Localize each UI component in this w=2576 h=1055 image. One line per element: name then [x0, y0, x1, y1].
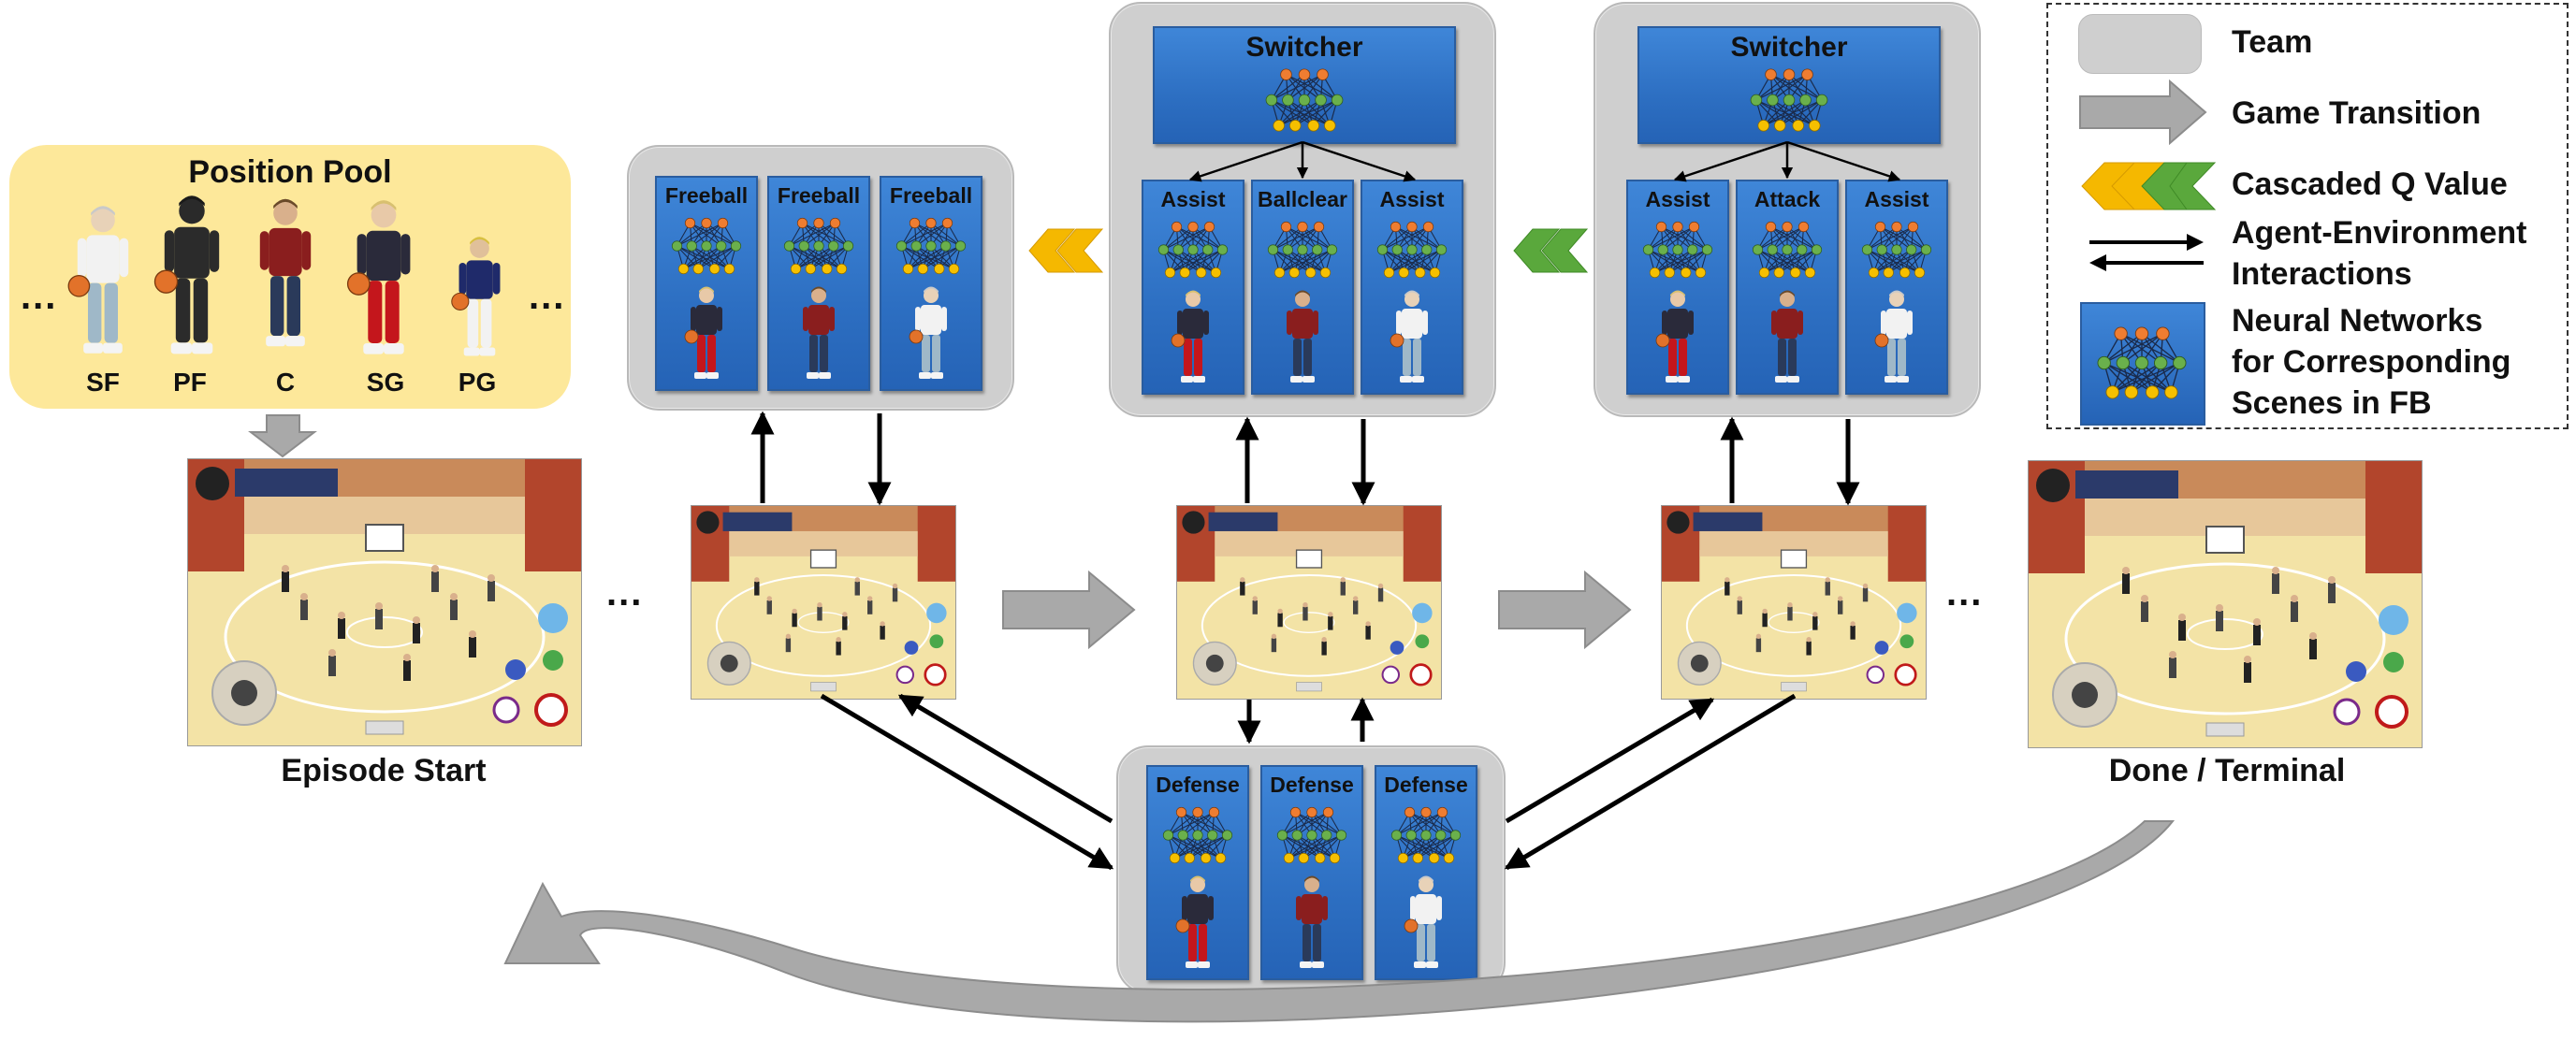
position-label-pf: PF [173, 368, 207, 397]
game-screenshot-terminal [2028, 460, 2423, 748]
neural-network-icon [1384, 802, 1468, 868]
card-assist-1: Assist [1142, 180, 1244, 395]
player-figure [1389, 288, 1435, 387]
game-transition-arrow-1 [1002, 570, 1136, 650]
card-title: Freeball [664, 183, 749, 208]
card-title: Freeball [777, 183, 861, 208]
neural-network-icon [664, 213, 749, 279]
legend-game-transition-arrow [2076, 79, 2207, 146]
legend-cascaded-q-label: Cascaded Q Value [2232, 166, 2508, 202]
game-screenshot-switcher-1 [1176, 505, 1442, 700]
card-attack: Attack [1736, 180, 1839, 395]
cascaded-q-chevrons-green [1513, 228, 1589, 273]
legend-team-swatch [2078, 14, 2202, 74]
legend-game-transition-label: Game Transition [2232, 95, 2481, 131]
game-transition-arrow-2 [1498, 570, 1632, 650]
legend-nn-label-1: Neural Networks [2232, 303, 2483, 339]
card-title: Assist [1645, 187, 1710, 211]
card-title: Assist [1864, 187, 1929, 211]
legend-nn-label-3: Scenes in FB [2232, 385, 2432, 421]
neural-network-icon [777, 213, 861, 279]
neural-network-icon [1151, 217, 1235, 282]
neural-network-icon [1742, 64, 1836, 137]
position-pool-title: Position Pool [188, 154, 392, 190]
position-label-sf: SF [86, 368, 120, 397]
card-title: Assist [1160, 187, 1226, 211]
legend-nn-label-2: for Corresponding [2232, 344, 2511, 380]
position-label-sg: SG [366, 368, 405, 397]
ellipsis-end: ... [1946, 572, 1984, 614]
game-screenshot-switcher-2 [1661, 505, 1927, 700]
position-pool: Position Pool ... ... SF PF C SG PG [9, 145, 571, 409]
card-defense-2: Defense [1260, 765, 1363, 980]
neural-network-icon [1258, 64, 1351, 137]
position-label-c: C [275, 368, 296, 397]
legend-neural-network-swatch [2080, 302, 2205, 426]
card-title: Defense [1156, 773, 1240, 797]
neural-network-icon [1855, 217, 1939, 282]
legend-interaction-arrows [2086, 229, 2207, 276]
card-defense-1: Defense [1146, 765, 1249, 980]
switcher-title-1: Switcher [1245, 32, 1363, 63]
card-assist-4: Assist [1845, 180, 1948, 395]
pool-down-arrow [248, 414, 317, 458]
legend-team-label: Team [2232, 24, 2313, 60]
switcher-network-2: Switcher [1637, 26, 1941, 144]
game-screenshot-episode-start [187, 458, 582, 746]
card-assist-2: Assist [1361, 180, 1463, 395]
card-freeball-3: Freeball [880, 176, 982, 391]
card-title: Assist [1379, 187, 1445, 211]
legend: Team Game Transition Cascaded Q Value Ag… [2046, 3, 2569, 429]
player-figure [1654, 288, 1701, 387]
player-figure [1279, 288, 1326, 387]
card-freeball-1: Freeball [655, 176, 758, 391]
card-title: Defense [1384, 773, 1468, 797]
neural-network-icon [1260, 217, 1345, 282]
card-title: Defense [1270, 773, 1354, 797]
card-title: Ballclear [1258, 187, 1347, 211]
card-title: Freeball [889, 183, 973, 208]
player-figure-sg [342, 196, 426, 362]
player-figure [1174, 874, 1221, 973]
legend-interactions-label-2: Interactions [2232, 256, 2412, 292]
episode-start-label: Episode Start [281, 753, 487, 788]
player-figure-pg [435, 234, 524, 362]
player-figure [1764, 288, 1811, 387]
neural-network-icon [1156, 802, 1240, 868]
legend-cascaded-q-icon [2076, 158, 2217, 214]
player-figure [795, 284, 842, 383]
player-figure-pf [150, 192, 234, 362]
neural-network-icon [1270, 802, 1354, 868]
neural-network-icon [1370, 217, 1454, 282]
neural-network-icon [1636, 217, 1720, 282]
player-figure [1288, 874, 1335, 973]
neural-network-icon [1745, 217, 1829, 282]
card-defense-3: Defense [1375, 765, 1477, 980]
player-figure [1170, 288, 1216, 387]
card-assist-3: Assist [1626, 180, 1729, 395]
player-figure-c [248, 187, 323, 362]
player-figure-sf [65, 201, 140, 362]
switcher-network-1: Switcher [1153, 26, 1456, 144]
neural-network-icon [889, 213, 973, 279]
card-freeball-2: Freeball [767, 176, 870, 391]
game-screenshot-freeball [691, 505, 956, 700]
pool-ellipsis-right: ... [529, 276, 566, 317]
pool-ellipsis-left: ... [21, 276, 58, 317]
cascaded-q-chevrons-yellow [1028, 228, 1104, 273]
position-label-pg: PG [458, 368, 497, 397]
ellipsis-start: ... [606, 572, 644, 614]
player-figure [1873, 288, 1920, 387]
neural-network-icon [2089, 311, 2194, 414]
legend-interactions-label-1: Agent-Environment [2232, 215, 2527, 251]
player-figure [908, 284, 954, 383]
terminal-label: Done / Terminal [2108, 753, 2346, 788]
card-title: Attack [1754, 187, 1821, 211]
player-figure [683, 284, 730, 383]
player-figure [1403, 874, 1449, 973]
card-ballclear: Ballclear [1251, 180, 1354, 395]
switcher-title-2: Switcher [1730, 32, 1848, 63]
